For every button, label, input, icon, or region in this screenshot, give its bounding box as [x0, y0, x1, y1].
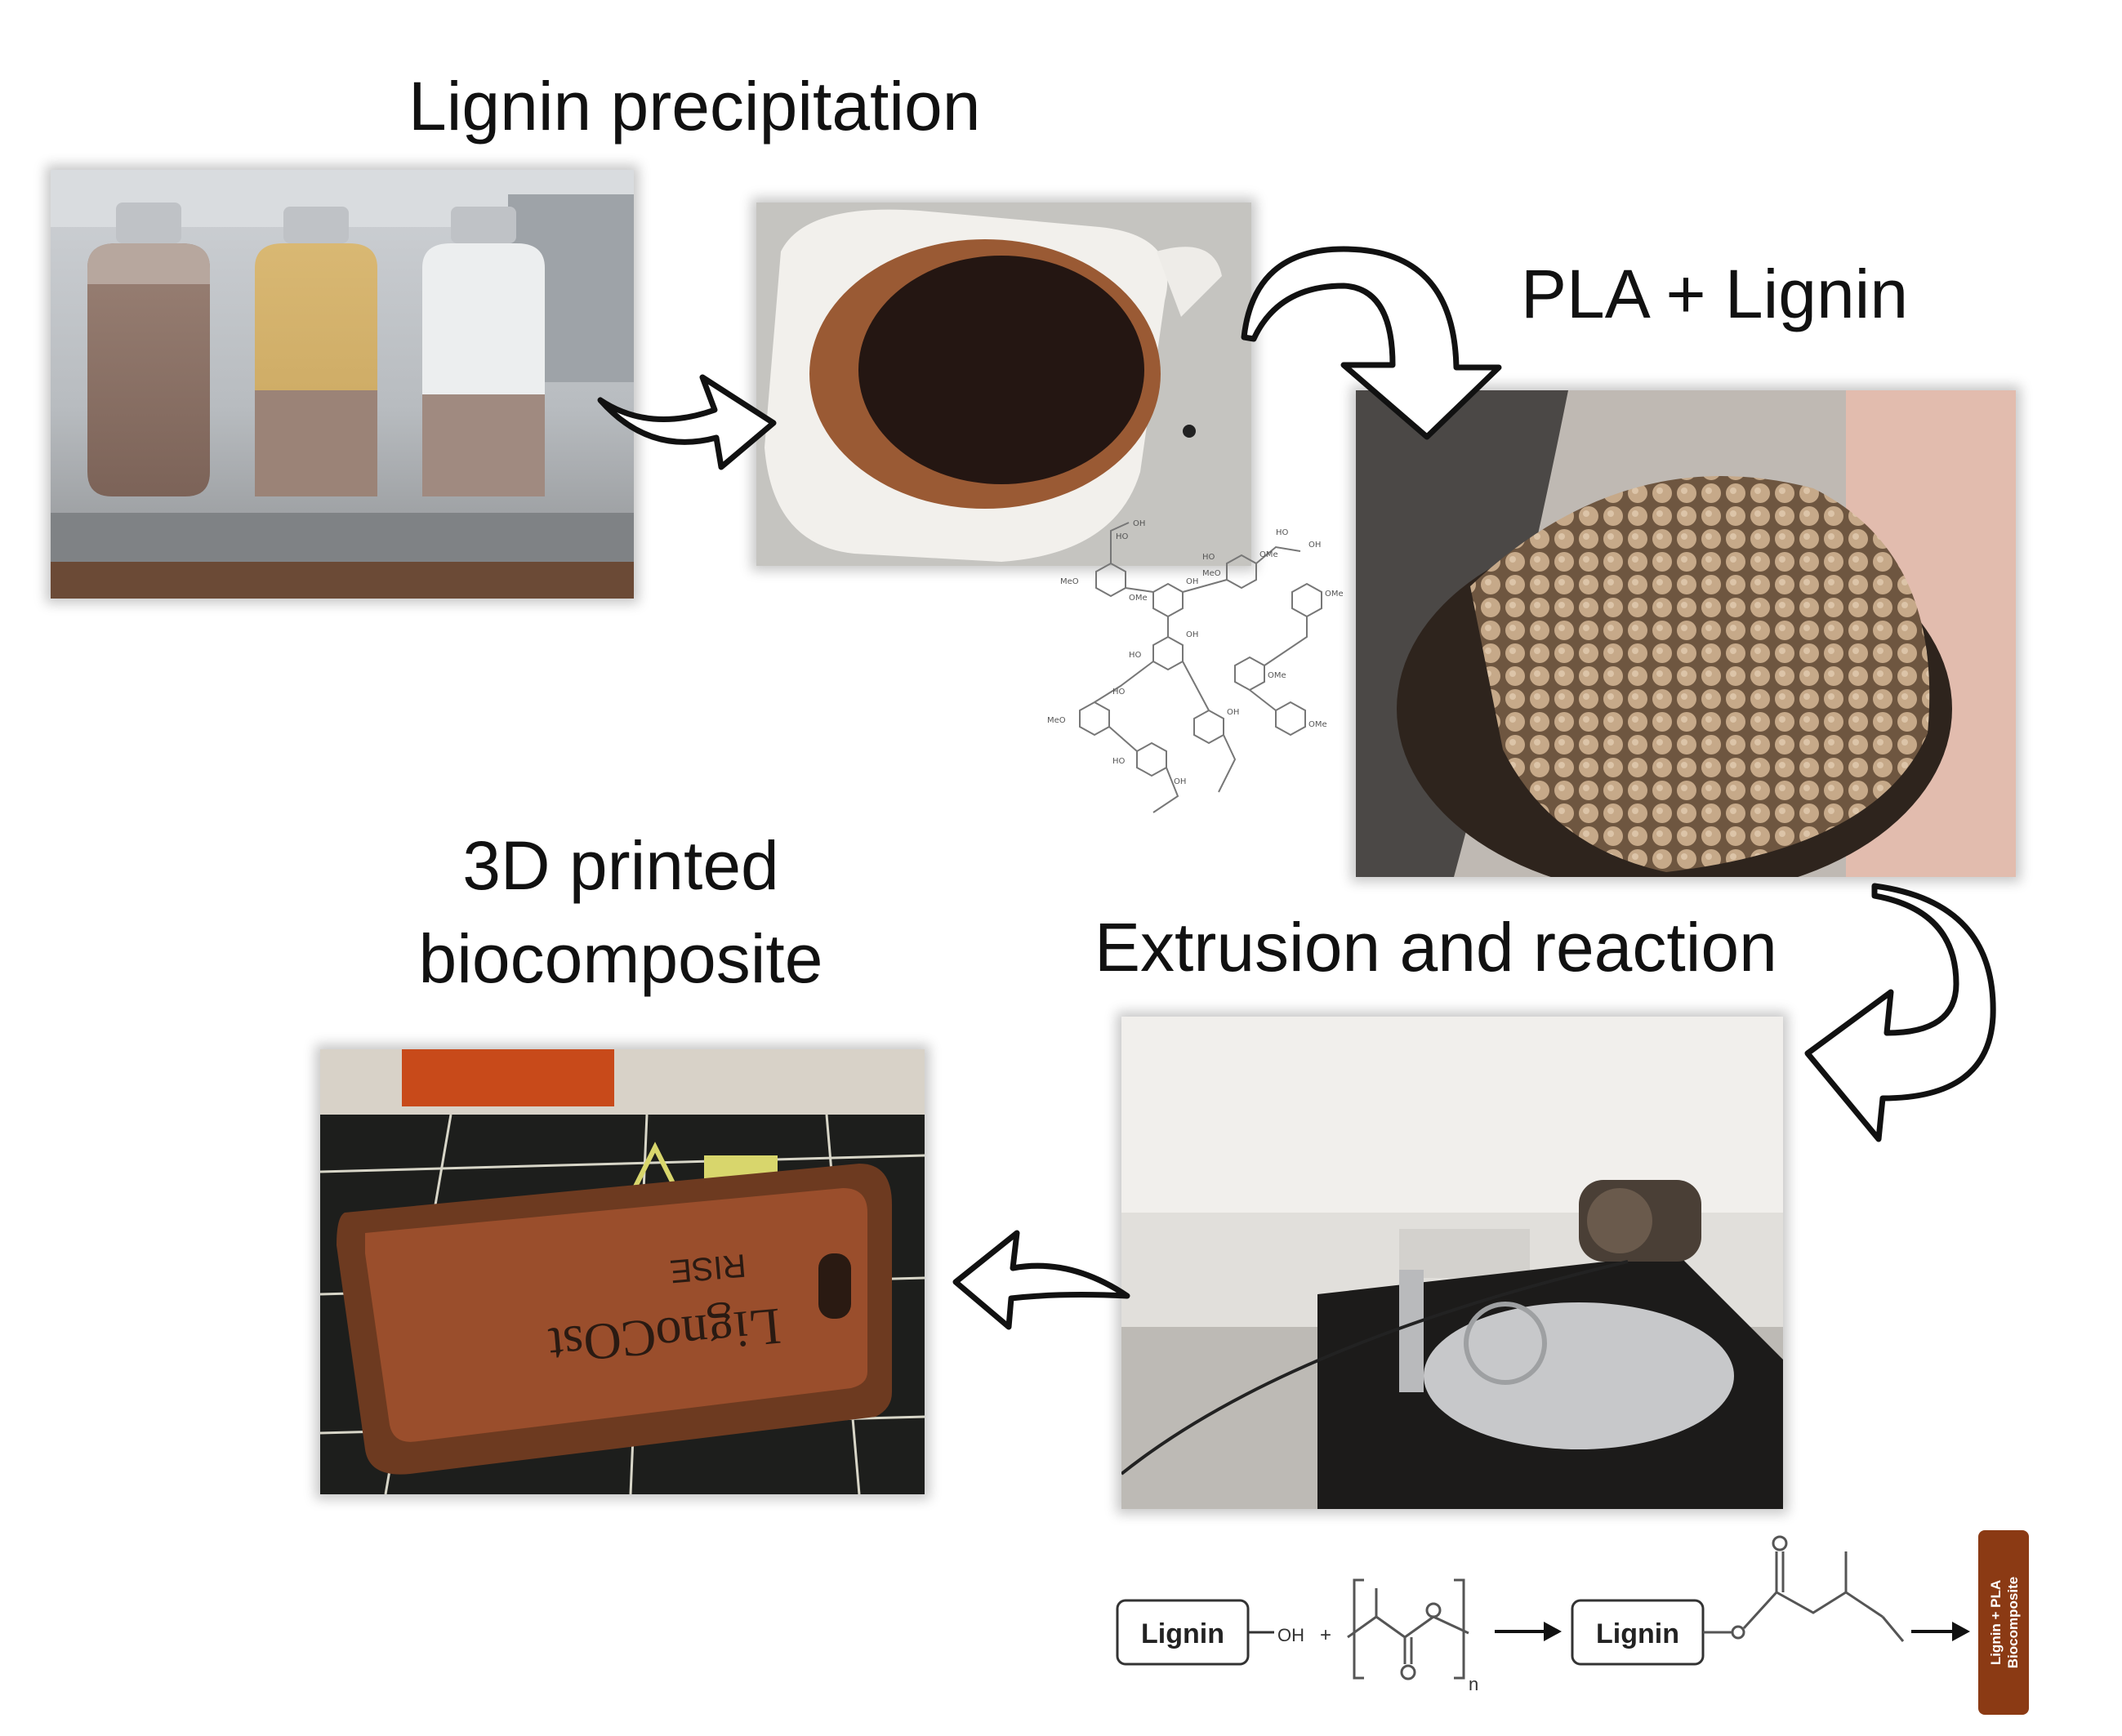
arrow-powder-to-pellets-icon — [1241, 246, 1502, 440]
svg-text:HO: HO — [1112, 757, 1126, 766]
arrow-precipitation-to-powder-icon — [597, 374, 777, 470]
svg-text:OH: OH — [1133, 519, 1145, 528]
scheme-pla-repeat-unit — [1347, 1578, 1469, 1680]
arrow-pellets-to-extruder-icon — [1804, 883, 1996, 1142]
scheme-biocomposite-box — [1978, 1530, 2029, 1715]
svg-text:MeO: MeO — [1047, 716, 1066, 725]
scheme-plus: + — [1320, 1624, 1331, 1646]
lignin-structure-diagram: HO OH MeO OMe OH HO OMe MeO HO OH OMe HO… — [1047, 519, 1344, 813]
svg-text:HO: HO — [1202, 553, 1215, 562]
svg-text:OH: OH — [1174, 777, 1186, 786]
svg-text:OMe: OMe — [1308, 720, 1327, 729]
svg-text:OMe: OMe — [1129, 594, 1148, 603]
photo-lignin-powder — [756, 203, 1251, 566]
svg-text:OH: OH — [1186, 630, 1198, 639]
title-3d-printed-biocomposite: 3D printed biocomposite — [376, 817, 866, 1016]
scheme-arrow-1-icon — [1544, 1622, 1562, 1641]
scheme-final-label-line1: Lignin + PLA — [1988, 1580, 2004, 1665]
svg-text:OH: OH — [1308, 541, 1321, 550]
photo-lignin-bottles — [51, 170, 634, 599]
photo-pla-lignin-pellets — [1356, 390, 2016, 877]
svg-text:HO: HO — [1129, 651, 1142, 660]
title-lignin-precipitation: Lignin precipitation — [408, 68, 981, 145]
svg-text:OMe: OMe — [1268, 671, 1286, 680]
arrow-extruder-to-printed-icon — [952, 1230, 1130, 1330]
svg-text:HO: HO — [1116, 532, 1129, 541]
title-3d-printed-line1: 3D printed — [462, 827, 779, 904]
photo-3d-printed-case: LignoCOst RISE — [320, 1049, 925, 1494]
svg-text:OH: OH — [1227, 708, 1239, 717]
scheme-lignin-label-product: Lignin — [1596, 1618, 1679, 1649]
svg-text:MeO: MeO — [1060, 577, 1079, 586]
scheme-hydroxyl: OH — [1277, 1625, 1304, 1645]
scheme-arrow-2-icon — [1952, 1622, 1970, 1641]
svg-text:OMe: OMe — [1259, 550, 1278, 559]
title-pla-lignin: PLA + Lignin — [1521, 256, 1909, 332]
title-extrusion-reaction: Extrusion and reaction — [1094, 909, 1777, 986]
printed-case-text-rise: RISE — [668, 1247, 747, 1289]
svg-text:OMe: OMe — [1325, 590, 1344, 599]
svg-text:HO: HO — [1276, 528, 1289, 537]
scheme-final-label-line2: Biocomposite — [2005, 1577, 2021, 1668]
scheme-lignin-label-reactant: Lignin — [1141, 1618, 1224, 1649]
scheme-repeat-subscript: n — [1469, 1674, 1478, 1694]
photo-extruder — [1121, 1017, 1783, 1509]
svg-text:OH: OH — [1186, 577, 1198, 586]
title-3d-printed-line2: biocomposite — [418, 919, 823, 997]
svg-text:MeO: MeO — [1202, 569, 1221, 578]
svg-text:HO: HO — [1112, 688, 1126, 697]
reaction-scheme: Lignin OH + n Lignin Lignin + PLA Biocom… — [1116, 1530, 2029, 1715]
